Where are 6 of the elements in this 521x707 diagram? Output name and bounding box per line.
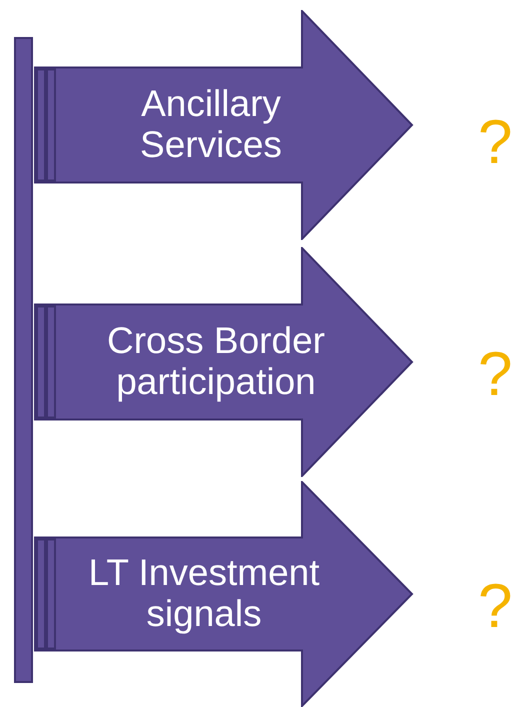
- arrow-label: Ancillary Services: [139, 83, 283, 165]
- question-mark: ?: [478, 108, 512, 178]
- question-mark: ?: [478, 340, 512, 410]
- arrow-label: LT Investment signals: [87, 552, 320, 634]
- arrow-label: Cross Border participation: [106, 320, 326, 402]
- question-mark: ?: [478, 572, 512, 642]
